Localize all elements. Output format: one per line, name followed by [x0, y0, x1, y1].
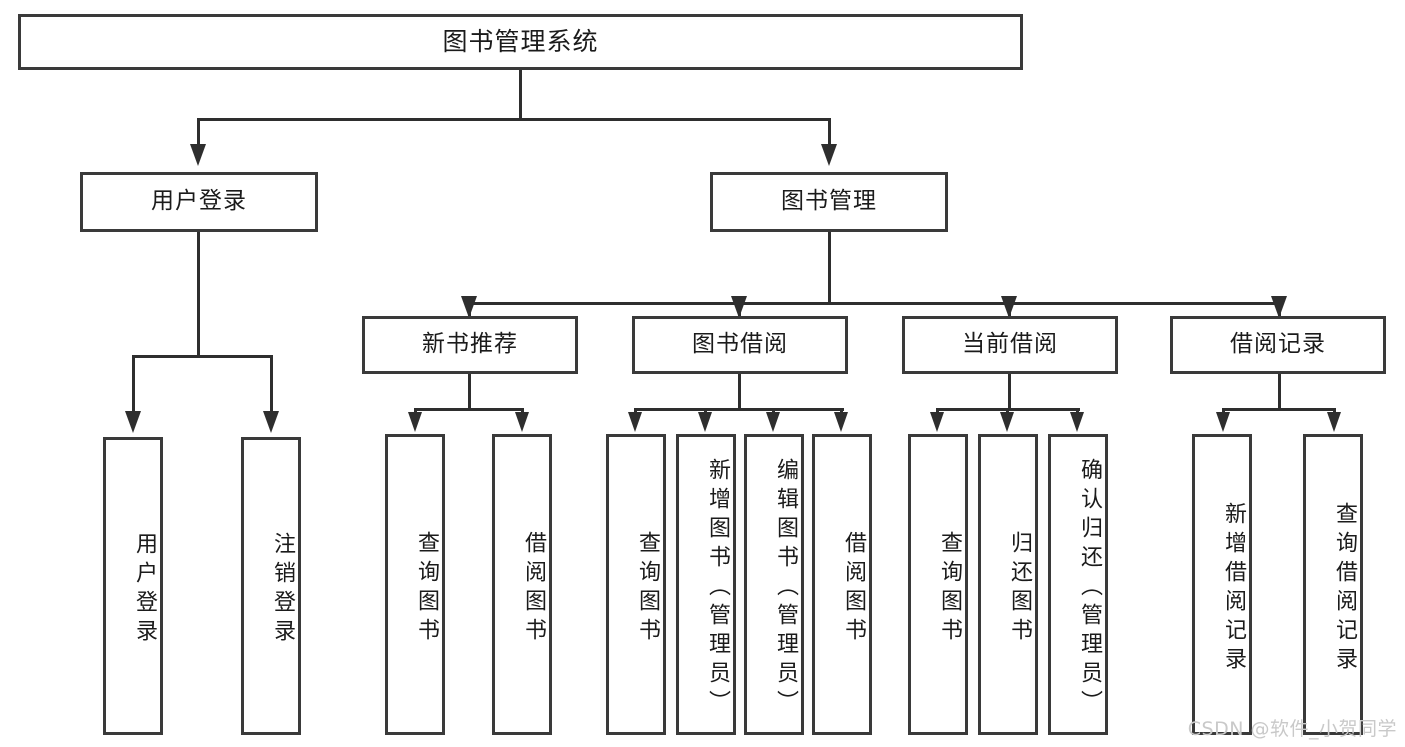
- node-root-label: 图书管理系统: [442, 27, 599, 56]
- node-root[interactable]: 图书管理系统: [18, 14, 1023, 70]
- arrow-bookborrow-to-leaf-3: [766, 412, 780, 432]
- leaf-logout-login[interactable]: 注销登录: [241, 437, 301, 735]
- leaf-query-book-3[interactable]: 查询图书: [908, 434, 968, 735]
- arrow-userlogin-to-leaf-2: [263, 411, 279, 433]
- leaf-query-record[interactable]: 查询借阅记录: [1303, 434, 1363, 735]
- arrow-bookmgmt-to-newbook: [461, 296, 477, 318]
- leaf-query-record-label: 查询借阅记录: [1332, 501, 1357, 676]
- arrow-bookmgmt-to-currentborrow: [1001, 296, 1017, 318]
- leaf-edit-book-label: 编辑图书（管理员）: [773, 458, 798, 719]
- arrow-userlogin-to-leaf-1: [125, 411, 141, 433]
- arrow-root-to-userlogin: [190, 144, 206, 166]
- edge-userlogin-drop-1: [132, 355, 135, 413]
- edge-bookborrow-stem: [738, 374, 741, 410]
- node-book-management[interactable]: 图书管理: [710, 172, 948, 232]
- edge-userlogin-stem: [197, 232, 200, 357]
- node-book-borrow[interactable]: 图书借阅: [632, 316, 848, 374]
- leaf-borrow-book-1-label: 借阅图书: [521, 530, 546, 647]
- arrow-bookborrow-to-leaf-4: [834, 412, 848, 432]
- leaf-logout-login-label: 注销登录: [270, 532, 295, 648]
- node-borrow-record[interactable]: 借阅记录: [1170, 316, 1386, 374]
- arrow-bookmgmt-to-borrowrecord: [1271, 296, 1287, 318]
- leaf-add-book[interactable]: 新增图书（管理员）: [676, 434, 736, 735]
- arrow-currentborrow-to-leaf-3: [1070, 412, 1084, 432]
- arrow-bookborrow-to-leaf-2: [698, 412, 712, 432]
- leaf-borrow-book-1[interactable]: 借阅图书: [492, 434, 552, 735]
- edge-newbook-stem: [468, 374, 471, 410]
- leaf-query-book-1-label: 查询图书: [414, 530, 439, 647]
- csdn-watermark: CSDN @软件_小贺同学: [1187, 718, 1397, 740]
- leaf-query-book-2[interactable]: 查询图书: [606, 434, 666, 735]
- node-current-borrow-label: 当前借阅: [962, 331, 1058, 358]
- edge-bookborrow-bus: [634, 408, 844, 411]
- edge-root-to-bookmgmt: [828, 118, 831, 146]
- arrow-bookmgmt-to-bookborrow: [731, 296, 747, 318]
- leaf-borrow-book-2-label: 借阅图书: [841, 530, 866, 647]
- edge-borrowrecord-bus: [1222, 408, 1336, 411]
- leaf-user-login[interactable]: 用户登录: [103, 437, 163, 735]
- arrow-root-to-bookmgmt: [821, 144, 837, 166]
- edge-root-to-userlogin: [197, 118, 200, 146]
- leaf-user-login-label: 用户登录: [132, 532, 157, 648]
- node-book-borrow-label: 图书借阅: [692, 331, 788, 358]
- edge-bookmgmt-bus: [468, 302, 1280, 305]
- edge-root-bus: [197, 118, 831, 121]
- edge-userlogin-drop-2: [270, 355, 273, 413]
- leaf-confirm-return[interactable]: 确认归还（管理员）: [1048, 434, 1108, 735]
- arrow-newbook-to-leaf-1: [408, 412, 422, 432]
- node-new-book-recommend[interactable]: 新书推荐: [362, 316, 578, 374]
- arrow-currentborrow-to-leaf-2: [1000, 412, 1014, 432]
- edge-borrowrecord-stem: [1278, 374, 1281, 410]
- leaf-confirm-return-label: 确认归还（管理员）: [1077, 458, 1102, 719]
- node-new-book-recommend-label: 新书推荐: [422, 331, 518, 358]
- arrow-borrowrecord-to-leaf-2: [1327, 412, 1341, 432]
- arrow-currentborrow-to-leaf-1: [930, 412, 944, 432]
- arrow-borrowrecord-to-leaf-1: [1216, 412, 1230, 432]
- node-user-login[interactable]: 用户登录: [80, 172, 318, 232]
- leaf-return-book[interactable]: 归还图书: [978, 434, 1038, 735]
- node-borrow-record-label: 借阅记录: [1230, 331, 1326, 358]
- leaf-add-record-label: 新增借阅记录: [1221, 501, 1246, 676]
- arrow-bookborrow-to-leaf-1: [628, 412, 642, 432]
- edge-root-stem: [519, 70, 522, 120]
- leaf-add-book-label: 新增图书（管理员）: [705, 458, 730, 719]
- leaf-edit-book[interactable]: 编辑图书（管理员）: [744, 434, 804, 735]
- edge-currentborrow-stem: [1008, 374, 1011, 410]
- leaf-query-book-1[interactable]: 查询图书: [385, 434, 445, 735]
- node-current-borrow[interactable]: 当前借阅: [902, 316, 1118, 374]
- edge-userlogin-bus: [132, 355, 270, 358]
- edge-bookmgmt-stem: [828, 232, 831, 304]
- leaf-query-book-3-label: 查询图书: [937, 530, 962, 647]
- leaf-return-book-label: 归还图书: [1007, 530, 1032, 647]
- edge-newbook-bus: [414, 408, 524, 411]
- leaf-borrow-book-2[interactable]: 借阅图书: [812, 434, 872, 735]
- node-user-login-label: 用户登录: [151, 188, 247, 215]
- arrow-newbook-to-leaf-2: [515, 412, 529, 432]
- node-book-management-label: 图书管理: [781, 188, 877, 215]
- leaf-add-record[interactable]: 新增借阅记录: [1192, 434, 1252, 735]
- leaf-query-book-2-label: 查询图书: [635, 530, 660, 647]
